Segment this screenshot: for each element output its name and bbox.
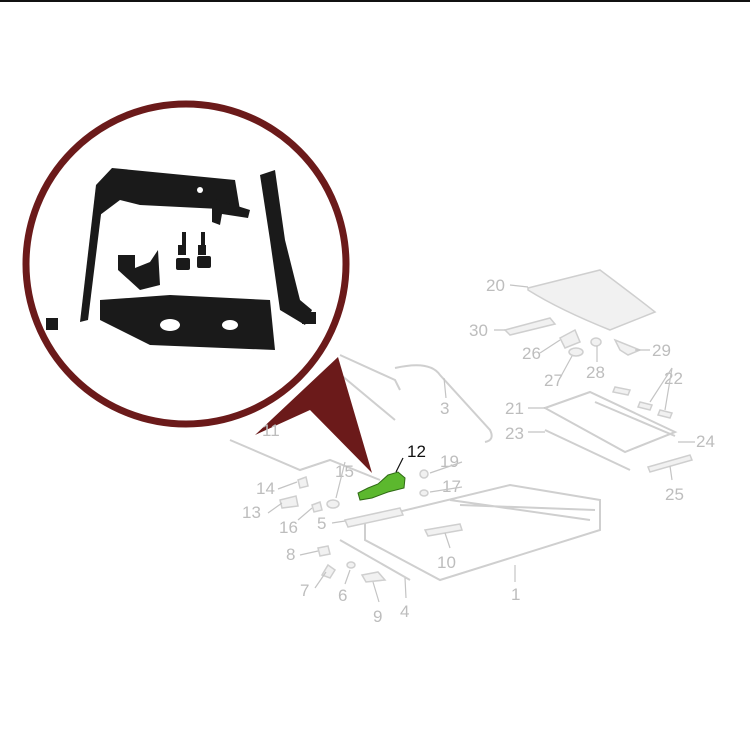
label-27: 27 [544,371,563,390]
part-17 [419,489,429,497]
part-5 [343,507,405,528]
label-10: 10 [437,553,456,572]
part-21-frame [542,390,678,454]
part-12-arrow [395,457,404,473]
part-21-rail [594,401,676,437]
part-30 [503,317,557,336]
part-8 [317,545,331,557]
part-27 [568,347,584,357]
product-photo-part-12 [46,168,316,350]
part-13 [279,495,299,509]
label-3: 3 [440,399,449,418]
part-26 [559,328,581,349]
part-10 [423,523,463,537]
part-16 [311,501,323,513]
magnified-callout [22,100,350,428]
top-border [0,0,750,2]
highlighted-part-12 [357,471,406,501]
label-6: 6 [338,586,347,605]
part-7 [320,563,337,579]
part-29 [613,338,642,356]
part-3 [394,364,493,443]
part-20-glass-panel [527,269,657,331]
diagram-parts [229,269,694,583]
part-22 [611,386,674,419]
part-15 [326,499,340,509]
label-14: 14 [256,479,275,498]
label-28: 28 [586,363,605,382]
label-8: 8 [286,545,295,564]
part-4 [339,539,411,581]
label-19: 19 [440,452,459,471]
label-20: 20 [486,276,505,295]
label-5: 5 [317,514,326,533]
label-26: 26 [522,344,541,363]
part-9 [360,571,387,583]
label-17: 17 [442,477,461,496]
label-11: 11 [262,421,280,440]
label-15: 15 [335,462,354,481]
part-11-rails [229,354,401,481]
part-25 [646,454,694,473]
label-23: 23 [505,424,524,443]
callout-pointer [255,357,372,473]
part-1-frame [364,483,601,582]
label-1: 1 [511,585,520,604]
label-13: 13 [242,503,261,522]
part-28 [590,337,602,347]
part-19 [419,469,429,479]
label-30: 30 [469,321,488,340]
label-9: 9 [373,607,382,626]
label-16: 16 [279,518,298,537]
label-7: 7 [300,581,309,600]
part-14 [297,475,309,489]
part-1-slats [449,499,596,521]
label-29: 29 [652,341,671,360]
label-22: 22 [664,369,683,388]
label-4: 4 [400,602,409,621]
label-21: 21 [505,399,524,418]
label-12: 12 [407,442,426,461]
leader-arrows [267,284,695,603]
label-24: 24 [696,432,715,451]
part-23 [544,429,631,471]
part-6 [346,561,356,569]
part-labels: 20 30 26 29 27 28 22 21 23 24 25 3 11 12… [242,276,715,626]
label-25: 25 [665,485,684,504]
